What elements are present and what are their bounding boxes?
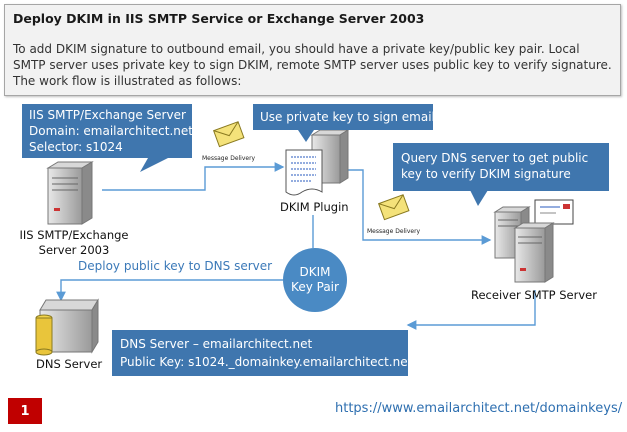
iis-callout: IIS SMTP/Exchange Server Domain: emailar… <box>22 104 193 158</box>
iis-server-label: IIS SMTP/Exchange Server 2003 <box>14 228 134 258</box>
iis-callout-tail <box>140 158 168 172</box>
dkim-plugin-label: DKIM Plugin <box>280 200 349 214</box>
reference-url-link[interactable]: https://www.emailarchitect.net/domainkey… <box>335 401 623 416</box>
plugin-server-icon <box>285 129 350 196</box>
query-callout-line2: key to verify DKIM signature <box>401 167 571 181</box>
dns-info-line2: Public Key: s1024._domainkey.emailarchit… <box>120 355 413 369</box>
page-number-badge: 1 <box>8 398 42 424</box>
query-callout: Query DNS server to get public key to ve… <box>393 143 609 191</box>
envelope-icon <box>378 194 410 221</box>
sign-callout-text: Use private key to sign email <box>260 110 435 124</box>
diagram-title: Deploy DKIM in IIS SMTP Service or Excha… <box>13 11 425 26</box>
deploy-key-text: Deploy public key to DNS server <box>78 259 273 273</box>
flow-arrow-to-plugin <box>102 162 285 191</box>
message-delivery-label-1: Message Delivery <box>202 155 256 162</box>
intro-text: To add DKIM signature to outbound email,… <box>13 42 612 88</box>
keypair-line1: DKIM <box>299 265 331 279</box>
sign-callout: Use private key to sign email <box>253 104 435 130</box>
iis-callout-line1: IIS SMTP/Exchange Server <box>29 108 186 122</box>
dns-info-box: DNS Server – emailarchitect.net Public K… <box>112 330 413 376</box>
iis-callout-line3: Selector: s1024 <box>29 140 123 154</box>
server-icon <box>46 161 94 225</box>
query-callout-line1: Query DNS server to get public <box>401 151 589 165</box>
flow-arrow-to-receiver <box>348 169 492 245</box>
receiver-label: Receiver SMTP Server <box>471 288 597 302</box>
dkim-keypair-circle: DKIM Key Pair <box>283 248 347 312</box>
sign-callout-tail <box>298 130 314 142</box>
server-icon <box>513 222 555 283</box>
dns-info-line1: DNS Server – emailarchitect.net <box>120 337 313 351</box>
query-callout-tail <box>470 190 488 206</box>
keypair-line2: Key Pair <box>291 280 339 294</box>
iis-server-label-line1: IIS SMTP/Exchange <box>19 228 129 242</box>
certificate-icon <box>534 199 574 225</box>
header-panel: Deploy DKIM in IIS SMTP Service or Excha… <box>4 4 621 96</box>
dns-server-label: DNS Server <box>36 357 103 371</box>
envelope-icon <box>213 121 245 148</box>
iis-server-label-line2: Server 2003 <box>38 243 110 257</box>
dns-database-icon <box>35 298 99 356</box>
iis-callout-line2: Domain: emailarchitect.net <box>29 124 193 138</box>
flow-arrow-deploy-key <box>56 279 283 302</box>
message-delivery-label-2: Message Delivery <box>367 228 421 235</box>
flow-arrow-query-dns <box>406 290 536 330</box>
